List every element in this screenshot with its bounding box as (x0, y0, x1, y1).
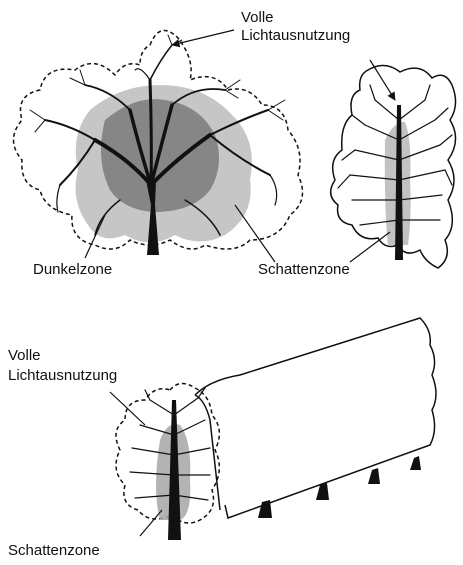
hedge-trunk-3 (368, 468, 380, 484)
label-volle-bottom-line2: Lichtausnutzung (8, 367, 117, 384)
pointer-volle-bottom (110, 392, 145, 425)
label-schattenzone-top: Schattenzone (258, 261, 350, 278)
pointer-volle-top (172, 30, 234, 45)
hedge-trunk-1 (258, 500, 272, 518)
pointer-schattenzone-top-right (350, 232, 390, 262)
label-volle-bottom-line1: Volle (8, 347, 41, 364)
label-dunkelzone: Dunkelzone (33, 261, 112, 278)
label-schattenzone-bottom: Schattenzone (8, 542, 100, 559)
hedge-trunk-4 (410, 456, 421, 470)
hedge-row (116, 318, 436, 540)
label-volle-top-line1: Volle (241, 9, 274, 26)
round-tree (14, 30, 303, 255)
label-volle-top-line2: Lichtausnutzung (241, 27, 350, 44)
pointer-schattenzone-top (235, 205, 275, 262)
pointer-schattenzone-bottom (140, 510, 162, 536)
hedge-box-outline (195, 318, 436, 518)
